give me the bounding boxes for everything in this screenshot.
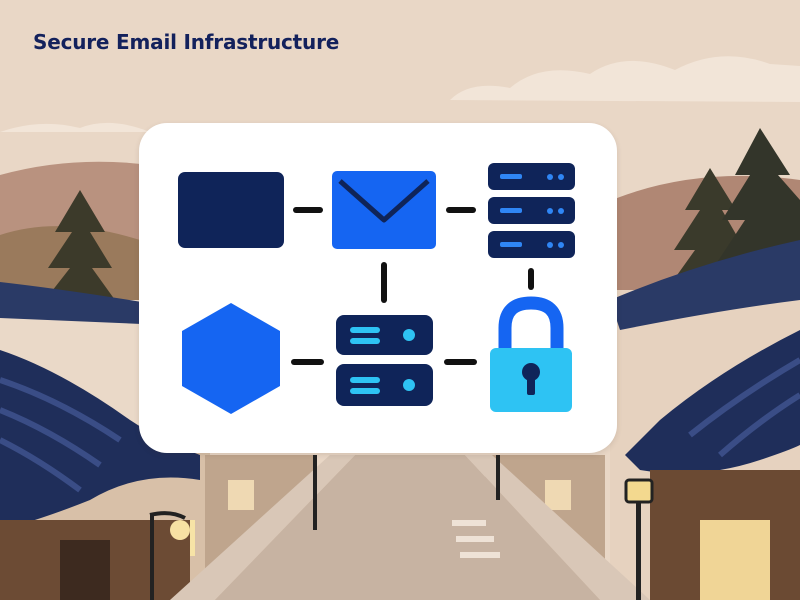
roof-right-front-tiles — [688, 357, 800, 458]
building-right-mid-window — [545, 480, 571, 510]
infrastructure-diagram — [178, 163, 575, 414]
server-stack-icon — [336, 315, 433, 406]
road-marking-3 — [460, 552, 500, 558]
roof-left-front-tiles — [0, 377, 122, 493]
envelope-icon — [332, 171, 436, 249]
sidewalk-left — [170, 455, 355, 600]
street-lamp-right — [624, 478, 654, 600]
sidewalk-right — [465, 455, 650, 600]
building-left-mid-window — [228, 480, 254, 510]
street-lamp-center-right — [496, 455, 500, 500]
padlock-icon — [490, 296, 572, 412]
hexagon-icon — [182, 303, 280, 414]
roof-left-front — [0, 350, 200, 530]
roof-right-front — [625, 330, 800, 474]
server-stack-icon — [488, 163, 575, 258]
roof-left-back — [0, 282, 165, 325]
cloud-right — [450, 56, 800, 102]
desktop-monitor-icon — [178, 172, 284, 248]
diagram-card — [139, 123, 617, 453]
pine-tree-right-2 — [712, 128, 800, 270]
connectors — [291, 207, 534, 365]
street-lamp-left — [149, 511, 190, 600]
street-lamp-center-left — [313, 455, 317, 530]
street — [215, 455, 600, 600]
house-left-door — [60, 540, 110, 600]
road-marking-2 — [456, 536, 494, 542]
house-right-window — [700, 520, 770, 600]
road-marking-1 — [452, 520, 486, 526]
page-title: Secure Email Infrastructure — [33, 30, 340, 54]
roof-right-back — [610, 240, 800, 330]
cloud-left — [0, 122, 150, 132]
